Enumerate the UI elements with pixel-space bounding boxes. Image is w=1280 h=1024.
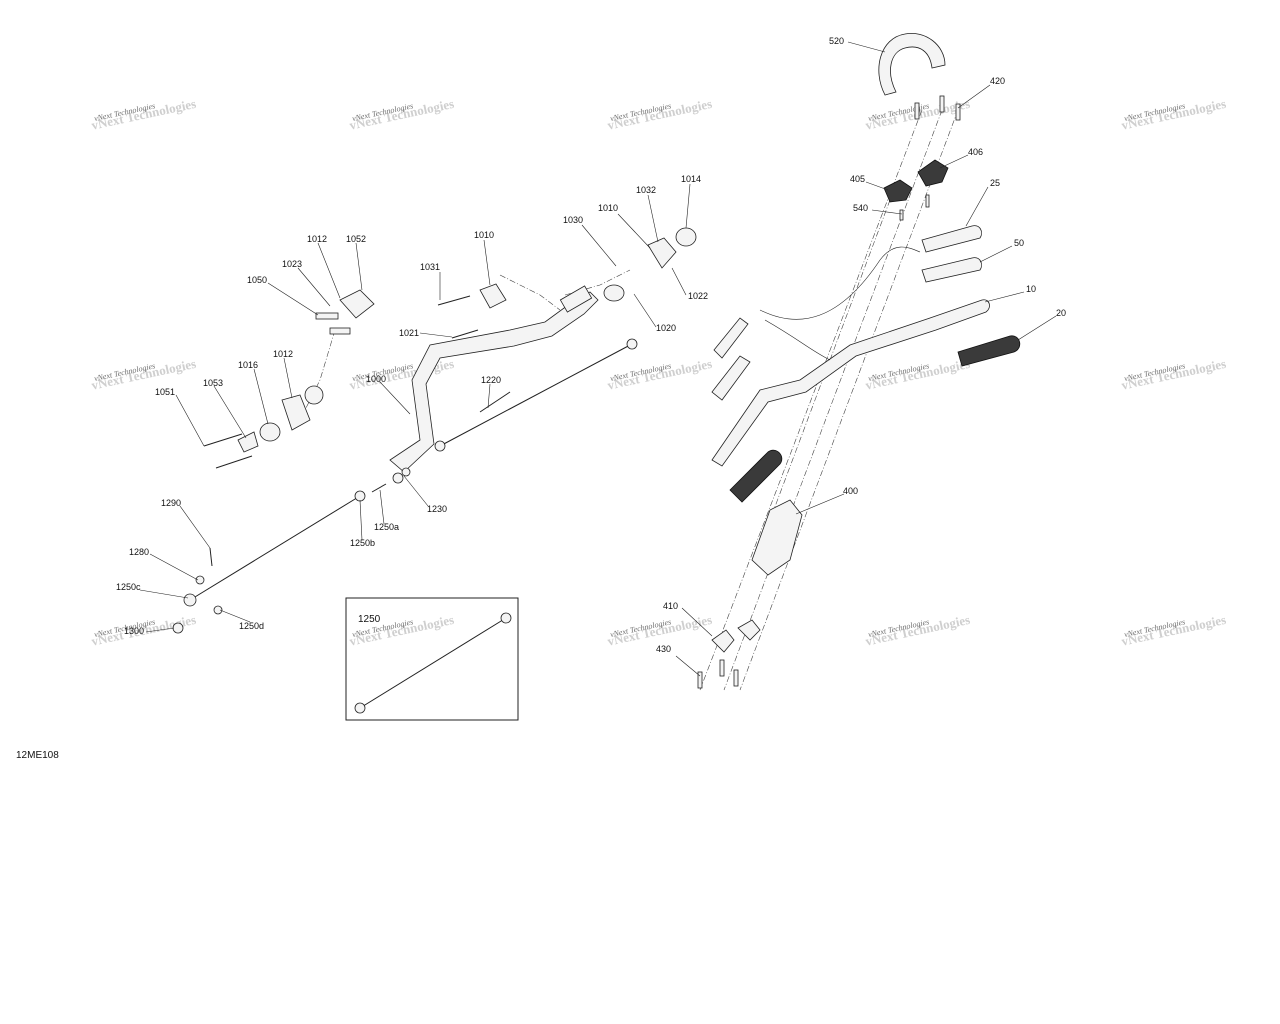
handlebar-tube: [711, 299, 990, 467]
callout-1052: 1052: [346, 234, 366, 244]
callout-1010-upper: 1010: [598, 203, 618, 213]
callout-1053: 1053: [203, 378, 223, 388]
handlebar-assembly: [697, 32, 1021, 691]
steering-shaft-assembly: [172, 227, 697, 634]
clamp-upper: [917, 159, 949, 187]
steering-shaft: [389, 291, 599, 473]
inset-label: 1250: [358, 614, 381, 625]
callout-430: 430: [656, 644, 671, 654]
callout-1010-mid: 1010: [474, 230, 494, 240]
riser-bracket: [751, 499, 803, 576]
callout-1050: 1050: [247, 275, 267, 285]
callout-1030: 1030: [563, 215, 583, 225]
inset-tie-rod-detail: 1250: [345, 597, 519, 721]
callout-1220: 1220: [481, 375, 501, 385]
callout-1012-upper: 1012: [307, 234, 327, 244]
handlebar-pad: [878, 32, 946, 96]
clamp-lower: [883, 179, 913, 203]
callout-520: 520: [829, 36, 844, 46]
callout-1000: 1000: [366, 374, 386, 384]
callout-25: 25: [990, 178, 1000, 188]
callout-1020: 1020: [656, 323, 676, 333]
callout-1012-lower: 1012: [273, 349, 293, 359]
left-grip: [729, 449, 783, 503]
callout-1280: 1280: [129, 547, 149, 557]
callout-1032: 1032: [636, 185, 656, 195]
right-grip: [957, 335, 1021, 367]
callout-1023: 1023: [282, 259, 302, 269]
callout-400: 400: [843, 486, 858, 496]
callout-50: 50: [1014, 238, 1024, 248]
callout-405: 405: [850, 174, 865, 184]
callout-1016: 1016: [238, 360, 258, 370]
leader-lines: [139, 41, 1057, 677]
callout-1250d: 1250d: [239, 621, 264, 631]
callout-406: 406: [968, 147, 983, 157]
callout-1230: 1230: [427, 504, 447, 514]
callout-1022: 1022: [688, 291, 708, 301]
callout-1051: 1051: [155, 387, 175, 397]
callout-410: 410: [663, 601, 678, 611]
callout-1290: 1290: [161, 498, 181, 508]
callout-540: 540: [853, 203, 868, 213]
tie-rod: [189, 495, 361, 601]
callout-1300: 1300: [124, 626, 144, 636]
figure-code: 12ME108: [16, 750, 59, 761]
callout-1014: 1014: [681, 174, 701, 184]
callout-labels: 520 420 406 405 540 25 50 10 20 400 410 …: [116, 36, 1066, 654]
callout-1021: 1021: [399, 328, 419, 338]
callout-1031: 1031: [420, 262, 440, 272]
callout-1250c: 1250c: [116, 582, 141, 592]
callout-1250b: 1250b: [350, 538, 375, 548]
callout-10: 10: [1026, 284, 1036, 294]
callout-20: 20: [1056, 308, 1066, 318]
callout-420: 420: [990, 76, 1005, 86]
callout-1250a: 1250a: [374, 522, 399, 532]
